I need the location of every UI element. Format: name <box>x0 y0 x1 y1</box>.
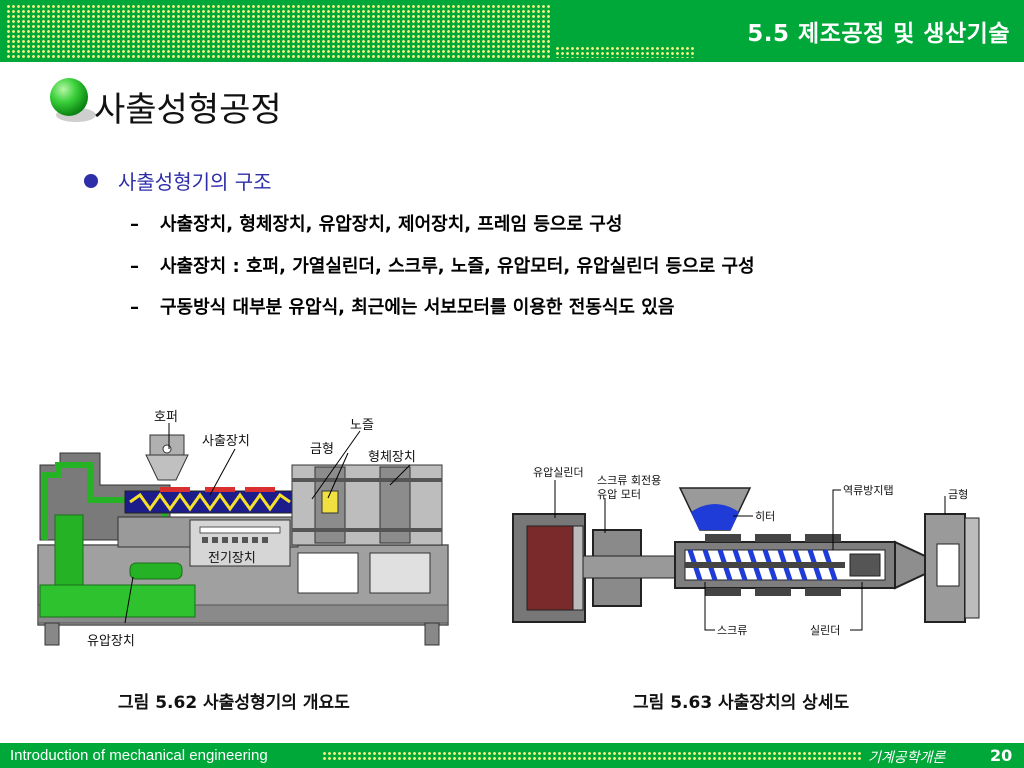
header-dot-pattern <box>6 4 551 58</box>
dash-icon: – <box>130 256 139 277</box>
footer-course-korean: 기계공학개론 <box>868 750 946 766</box>
footer-bar: Introduction of mechanical engineering 기… <box>0 743 1024 768</box>
page-number: 20 <box>990 746 1013 765</box>
label-mold: 금형 <box>310 442 334 457</box>
label-check-valve: 역류방지탭 <box>843 484 894 497</box>
label-nozzle: 노즐 <box>350 418 374 433</box>
bullet-heading: 사출성형기의 구조 <box>84 166 272 195</box>
green-ball-icon <box>50 78 88 116</box>
dash-icon: – <box>130 214 139 235</box>
label-mold: 금형 <box>948 488 968 501</box>
label-clamping-unit: 형체장치 <box>368 450 416 465</box>
figure2-caption: 그림 5.63 사출장치의 상세도 <box>633 693 850 713</box>
bullet-dot-icon <box>84 173 98 188</box>
bullet-heading-text: 사출성형기의 구조 <box>118 170 272 194</box>
sub-bullet-2: –사출장치 : 호퍼, 가열실린더, 스크루, 노즐, 유압모터, 유압실린더 … <box>130 252 755 278</box>
figure-injection-unit-detail: 유압실린더 스크류 회전용 유압 모터 히터 역류방지탭 금형 스크류 실린더 <box>512 466 980 637</box>
figure1-caption: 그림 5.62 사출성형기의 개요도 <box>118 693 350 713</box>
sub-bullet-3: –구동방식 대부분 유압식, 최근에는 서보모터를 이용한 전동식도 있음 <box>130 293 674 319</box>
label-motor-line2: 유압 모터 <box>597 488 641 501</box>
sub-bullet-text: 사출장치 : 호퍼, 가열실린더, 스크루, 노즐, 유압모터, 유압실린더 등… <box>160 256 755 277</box>
label-electric-unit: 전기장치 <box>208 551 256 566</box>
label-hydraulic-unit: 유압장치 <box>87 634 135 649</box>
label-cylinder: 실린더 <box>810 624 840 637</box>
page-title: 사출성형공정 <box>94 90 282 130</box>
section-title: 5.5 제조공정 및 생산기술 <box>747 21 1010 47</box>
footer-dot-pattern <box>322 751 862 761</box>
sub-bullet-1: –사출장치, 형체장치, 유압장치, 제어장치, 프레임 등으로 구성 <box>130 210 622 236</box>
footer-course-english: Introduction of mechanical engineering <box>10 747 268 764</box>
sub-bullet-text: 사출장치, 형체장치, 유압장치, 제어장치, 프레임 등으로 구성 <box>160 214 623 235</box>
label-hydraulic-cylinder: 유압실린더 <box>533 466 584 479</box>
header-dot-pattern-2 <box>555 46 695 58</box>
dash-icon: – <box>130 297 139 318</box>
figure-injection-molding-machine: 호퍼 사출장치 노즐 금형 형체장치 전기장치 유압장치 <box>37 410 449 649</box>
label-hopper: 호퍼 <box>154 410 178 425</box>
label-injection-unit: 사출장치 <box>202 434 250 449</box>
label-screw: 스크류 <box>717 624 747 637</box>
label-motor-line1: 스크류 회전용 <box>597 474 661 487</box>
sub-bullet-text: 구동방식 대부분 유압식, 최근에는 서보모터를 이용한 전동식도 있음 <box>160 297 675 318</box>
label-heater: 히터 <box>755 509 775 523</box>
header-bar: 5.5 제조공정 및 생산기술 <box>0 0 1024 62</box>
